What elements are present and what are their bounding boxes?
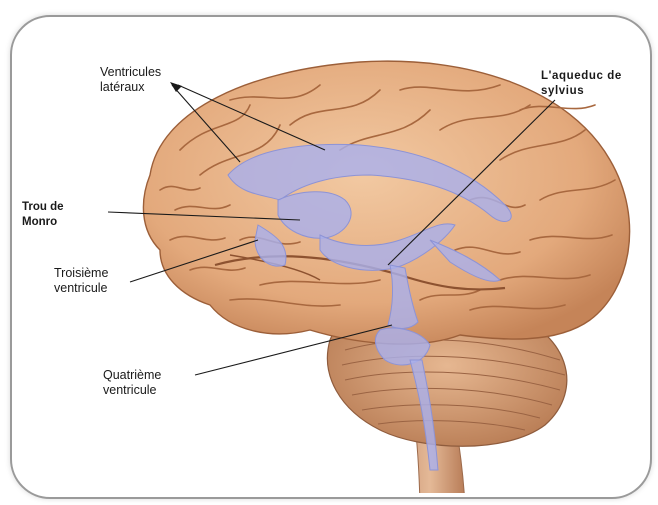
label-aqueduc-line2: sylvius bbox=[541, 84, 622, 99]
label-trou-de-monro: Trou de Monro bbox=[22, 200, 64, 230]
label-troisieme-line2: ventricule bbox=[54, 281, 108, 296]
label-trou-de-monro-line2: Monro bbox=[22, 215, 64, 230]
label-troisieme-line1: Troisième bbox=[54, 266, 108, 281]
label-ventricules-lateraux: Ventricules latéraux bbox=[100, 65, 161, 95]
label-aqueduc-de-sylvius: L'aqueduc de sylvius bbox=[541, 69, 622, 99]
label-trou-de-monro-line1: Trou de bbox=[22, 200, 64, 215]
label-ventricules-lateraux-line1: Ventricules bbox=[100, 65, 161, 80]
arrowheads bbox=[170, 82, 182, 92]
label-ventricules-lateraux-line2: latéraux bbox=[100, 80, 161, 95]
label-quatrieme-line2: ventricule bbox=[103, 383, 161, 398]
label-quatrieme-ventricule: Quatrième ventricule bbox=[103, 368, 161, 398]
label-aqueduc-line1: L'aqueduc de bbox=[541, 69, 622, 84]
cerebrum bbox=[143, 61, 629, 344]
label-quatrieme-line1: Quatrième bbox=[103, 368, 161, 383]
label-troisieme-ventricule: Troisième ventricule bbox=[54, 266, 108, 296]
